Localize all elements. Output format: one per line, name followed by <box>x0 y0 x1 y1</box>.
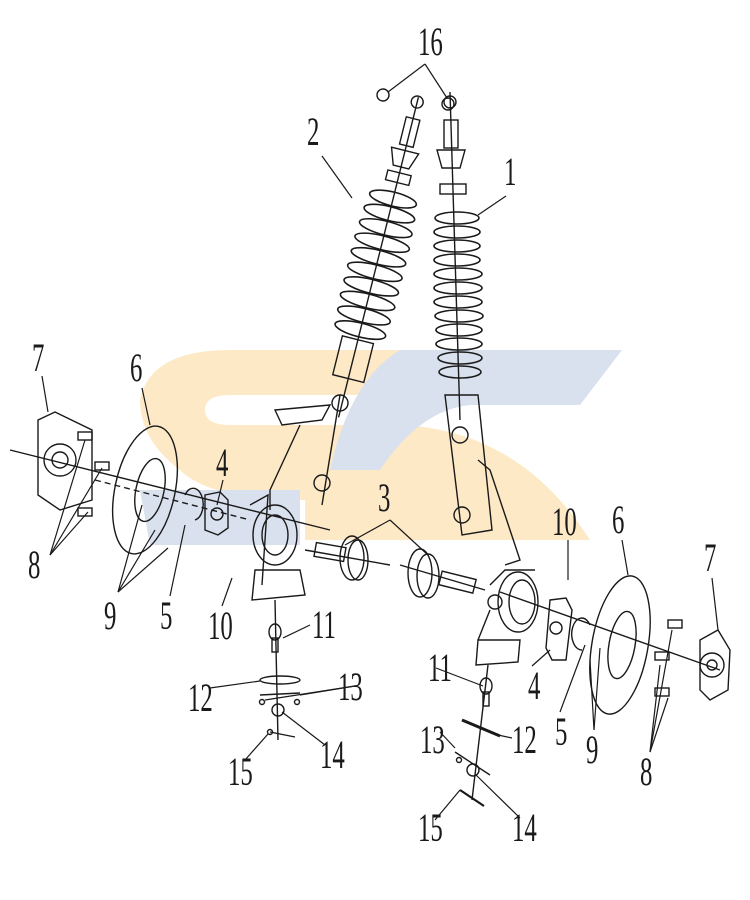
steering-knuckle-left <box>249 394 349 601</box>
watermark-c-shape <box>140 490 300 545</box>
callout-15-left: 15 <box>228 749 253 794</box>
callout-7-left: 7 <box>32 335 45 380</box>
steering-knuckle-right <box>475 569 539 666</box>
callout-10-left: 10 <box>208 603 233 648</box>
callout-14-right: 14 <box>512 805 537 850</box>
callout-11-left: 11 <box>312 602 336 647</box>
callout-9-right: 9 <box>586 727 599 772</box>
callout-6-right: 6 <box>612 497 625 542</box>
shock-absorber-right <box>433 91 521 566</box>
hub-assembly-right <box>499 575 731 715</box>
ball-joint-stack-left <box>258 599 301 741</box>
callout-6-left: 6 <box>130 345 143 390</box>
callout-9-left: 9 <box>104 593 117 638</box>
hub-assembly-left <box>9 411 331 555</box>
callout-14-left: 14 <box>320 732 345 777</box>
callout-7-right: 7 <box>704 535 717 580</box>
callout-8-left: 8 <box>28 542 41 587</box>
callout-11-right: 11 <box>428 645 452 690</box>
callout-5-left: 5 <box>160 593 173 638</box>
callout-10-right: 10 <box>552 499 577 544</box>
ball-joint-stack-right <box>454 664 501 807</box>
callout-2: 2 <box>307 109 320 154</box>
cv-joint-right <box>399 548 486 599</box>
watermark-c-top <box>330 350 622 470</box>
callout-15-right: 15 <box>418 805 443 850</box>
callout-12-left: 12 <box>188 675 213 720</box>
callout-5-right: 5 <box>555 709 568 754</box>
callout-4-left: 4 <box>216 440 229 485</box>
callout-3: 3 <box>378 475 391 520</box>
top-nuts <box>376 88 455 111</box>
cv-joint-left <box>304 535 391 581</box>
callout-8-right: 8 <box>640 749 653 794</box>
callout-13-right: 13 <box>420 717 445 762</box>
callout-4-right: 4 <box>528 663 541 708</box>
shock-absorber-left <box>331 95 424 418</box>
callout-13-left: 13 <box>338 664 363 709</box>
callout-16: 16 <box>418 19 443 64</box>
callout-1: 1 <box>504 149 517 194</box>
leader-lines <box>41 63 719 821</box>
callout-12-right: 12 <box>512 717 537 762</box>
